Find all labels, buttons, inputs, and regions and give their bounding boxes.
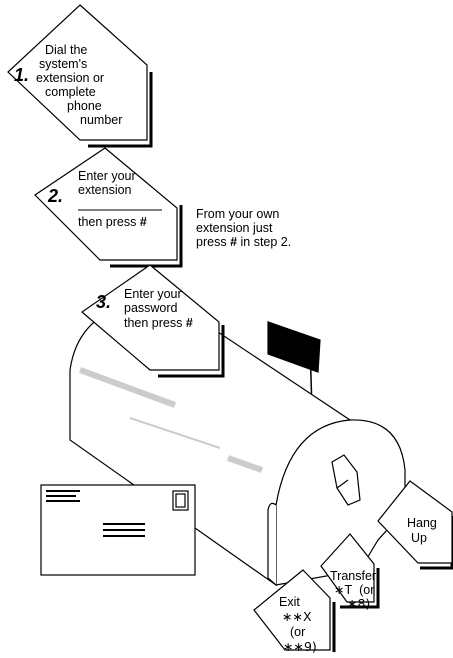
exit-panel: Exit ∗∗X (or ∗∗9)	[254, 570, 334, 654]
step-1-line-1: Dial the	[45, 43, 87, 57]
step-2-number: 2.	[47, 186, 63, 206]
step-1-line-4: complete	[45, 85, 96, 99]
exit-or: (or	[290, 625, 305, 639]
transfer-code: ∗T (or	[334, 582, 374, 597]
step-3-press-text: then press #	[124, 316, 193, 330]
step-2-panel: 2. Enter your extension then press #	[35, 148, 181, 266]
hang-up-line-1: Hang	[407, 516, 437, 530]
step-1-line-5: phone	[67, 99, 102, 113]
transfer-label: Transfer:	[330, 569, 380, 583]
exit-alt-code: ∗∗9)	[283, 639, 317, 654]
step-2-line-1: Enter your	[78, 169, 136, 183]
transfer-alt-code: ∗8)	[347, 596, 370, 611]
note-line-1: From your own	[196, 207, 279, 221]
note-own-extension: From your own extension just press # in …	[196, 207, 291, 249]
step-1-line-3: extension or	[36, 71, 104, 85]
step-1-panel: 1. Dial the system's extension or comple…	[8, 5, 151, 146]
step-2-press-text: then press #	[78, 215, 147, 229]
exit-label: Exit	[279, 595, 300, 609]
step-1-line-6: number	[80, 113, 122, 127]
step-1-line-2: system's	[39, 57, 87, 71]
step-2-line-2: extension	[78, 183, 132, 197]
step-1-number: 1.	[14, 65, 29, 85]
step-3-line-2: password	[124, 301, 178, 315]
note-line-3: press # in step 2.	[196, 235, 291, 249]
note-line-2: extension just	[196, 221, 273, 235]
exit-code: ∗∗X	[282, 609, 312, 624]
mailbox-flag	[268, 322, 320, 372]
hang-up-line-2: Up	[411, 531, 427, 545]
step-3-line-1: Enter your	[124, 287, 182, 301]
step-3-number: 3.	[96, 292, 111, 312]
envelope	[41, 485, 195, 575]
